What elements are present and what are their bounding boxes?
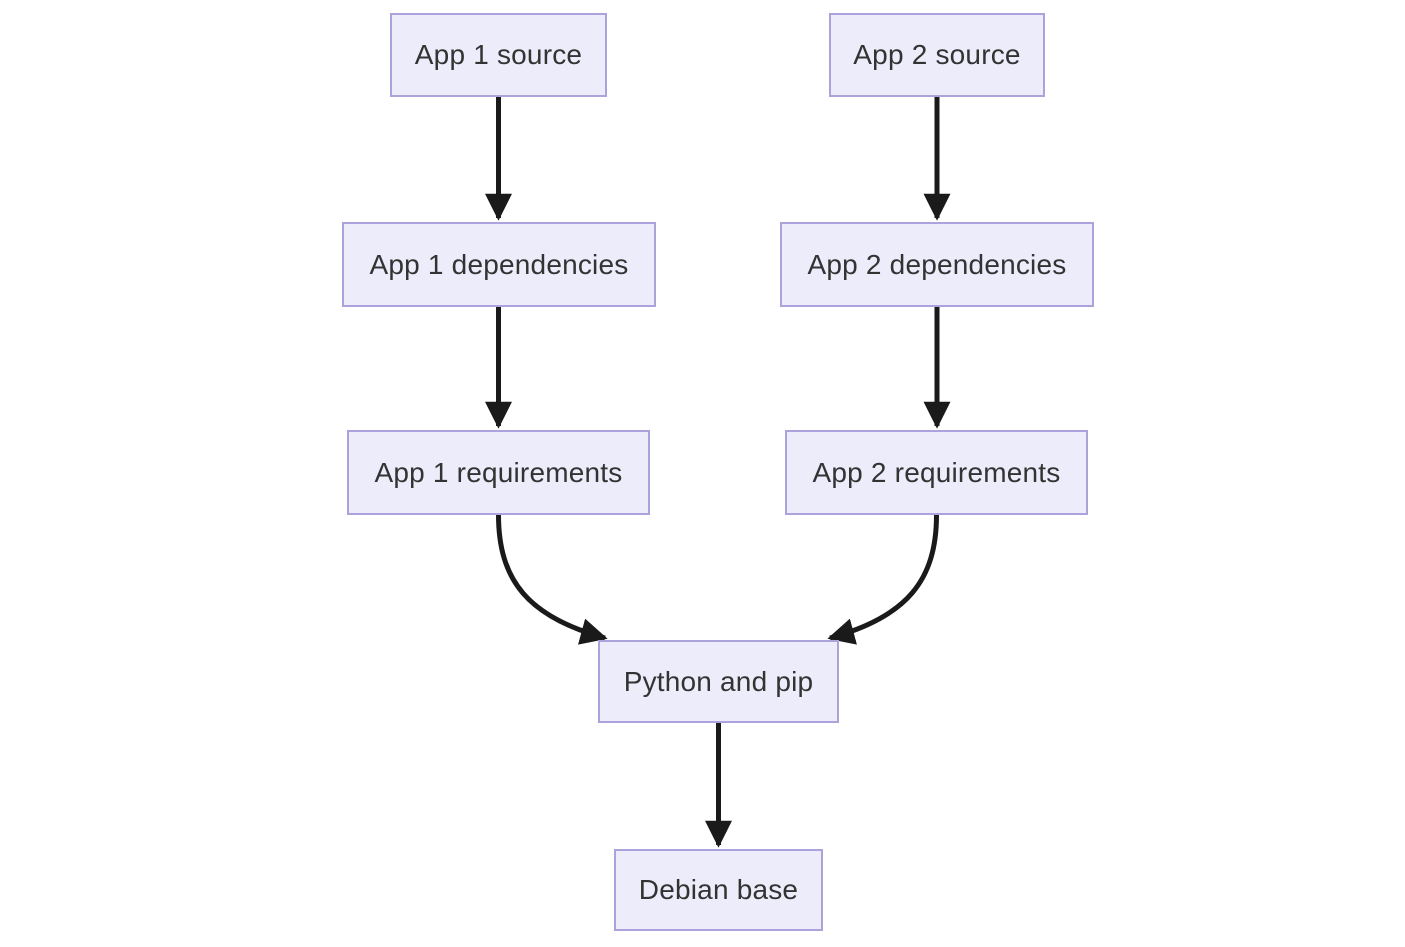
node-app-2-dependencies: App 2 dependencies bbox=[780, 222, 1094, 307]
node-app-2-dependencies-label: App 2 dependencies bbox=[807, 248, 1067, 280]
node-app-1-requirements-label: App 1 requirements bbox=[374, 456, 623, 488]
node-debian-base-label: Debian base bbox=[638, 874, 799, 905]
node-app-2-requirements: App 2 requirements bbox=[785, 430, 1088, 515]
node-app-1-source: App 1 source bbox=[390, 13, 607, 97]
node-app-1-dependencies-label: App 1 dependencies bbox=[369, 248, 629, 280]
node-app-1-requirements: App 1 requirements bbox=[347, 430, 650, 515]
node-app-2-source: App 2 source bbox=[829, 13, 1045, 97]
node-debian-base: Debian base bbox=[614, 849, 823, 931]
edge-app1-requirements-to-python-pip bbox=[496, 514, 608, 645]
node-python-and-pip-label: Python and pip bbox=[623, 665, 814, 697]
node-python-and-pip: Python and pip bbox=[598, 640, 839, 723]
node-app-2-source-label: App 2 source bbox=[853, 39, 1021, 70]
node-app-1-source-label: App 1 source bbox=[414, 39, 583, 70]
node-app-1-dependencies: App 1 dependencies bbox=[342, 222, 656, 307]
node-app-2-requirements-label: App 2 requirements bbox=[812, 456, 1061, 488]
edge-app2-requirements-to-python-pip bbox=[827, 514, 939, 645]
